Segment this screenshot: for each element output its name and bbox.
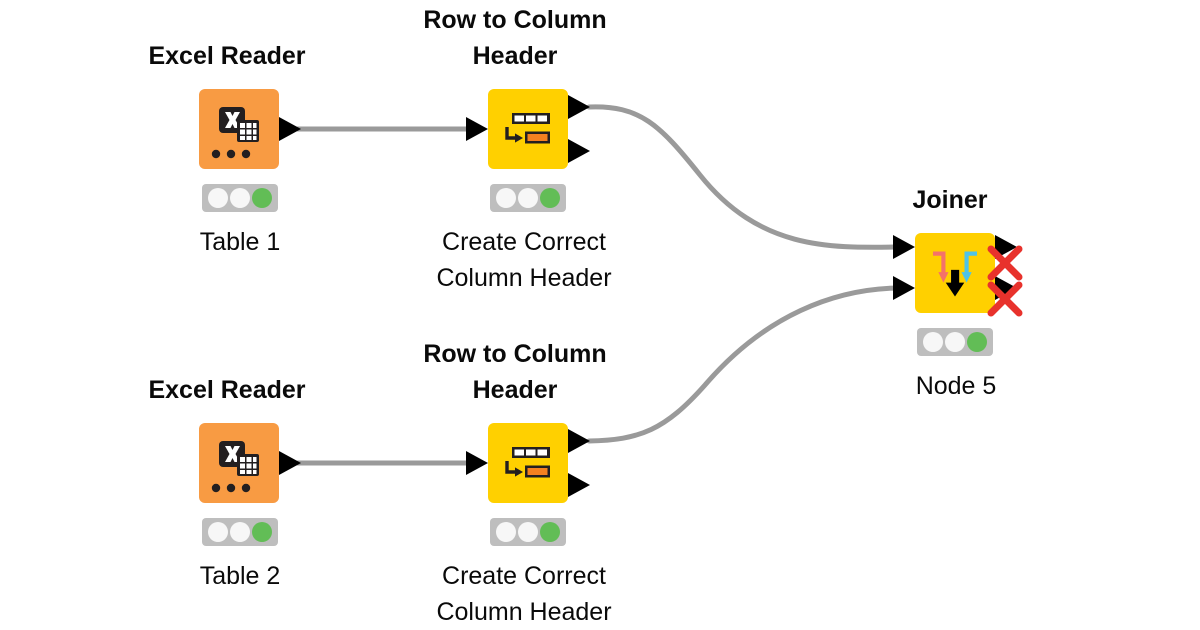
status-bar-r2ch-1 [490,184,566,212]
output-port-0-joiner[interactable] [995,235,1017,259]
node-excel-reader-2[interactable]: Excel Reader Table 2 [148,376,305,590]
node-label-create-correct-1-line2: Column Header [436,264,611,292]
output-port-0-r2ch-1[interactable] [568,95,590,119]
connections-layer [293,104,901,466]
status-bar-r2ch-2 [490,518,566,546]
connection-r2ch2-to-joiner-port2[interactable] [586,285,901,444]
node-label-table-1: Table 1 [200,228,281,256]
input-port-r2ch-2[interactable] [466,451,488,475]
node-dots-excel-reader-2 [211,483,251,493]
node-title-joiner: Joiner [912,186,987,214]
node-body-r2ch-1[interactable] [488,89,568,169]
input-port-r2ch-1[interactable] [466,117,488,141]
error-cross-marks-joiner [987,245,1023,317]
node-title-r2ch-2-line1: Row to Column [423,340,606,368]
node-label-create-correct-1-line1: Create Correct [442,228,606,256]
output-port-1-r2ch-2[interactable] [568,473,590,497]
node-label-node-5: Node 5 [916,372,997,400]
node-body-r2ch-2[interactable] [488,423,568,503]
node-label-create-correct-2-line2: Column Header [436,598,611,626]
output-port-0-r2ch-2[interactable] [568,429,590,453]
node-joiner[interactable]: Joiner Node 5 [893,186,1023,400]
output-port-excel-reader-2[interactable] [279,451,301,475]
node-label-table-2: Table 2 [200,562,281,590]
output-port-excel-reader-1[interactable] [279,117,301,141]
node-excel-reader-1[interactable]: Excel Reader Table 1 [148,42,305,256]
node-title-excel-reader-2: Excel Reader [148,376,305,404]
node-label-create-correct-2-line1: Create Correct [442,562,606,590]
output-port-1-r2ch-1[interactable] [568,139,590,163]
status-bar-joiner [917,328,993,356]
node-title-r2ch-1-line2: Header [473,42,558,70]
input-port-1-joiner[interactable] [893,276,915,300]
node-row-to-column-header-1[interactable]: Row to Column Header Create Correct Colu… [423,6,611,292]
node-title-r2ch-2-line2: Header [473,376,558,404]
input-port-0-joiner[interactable] [893,235,915,259]
status-bar-excel-reader-1 [202,184,278,212]
node-title-r2ch-1-line1: Row to Column [423,6,606,34]
node-row-to-column-header-2[interactable]: Row to Column Header Create Correct Colu… [423,340,611,626]
status-bar-excel-reader-2 [202,518,278,546]
node-dots-excel-reader-1 [211,149,251,159]
connection-r2ch1-to-joiner-port1[interactable] [586,104,901,250]
node-title-excel-reader-1: Excel Reader [148,42,305,70]
